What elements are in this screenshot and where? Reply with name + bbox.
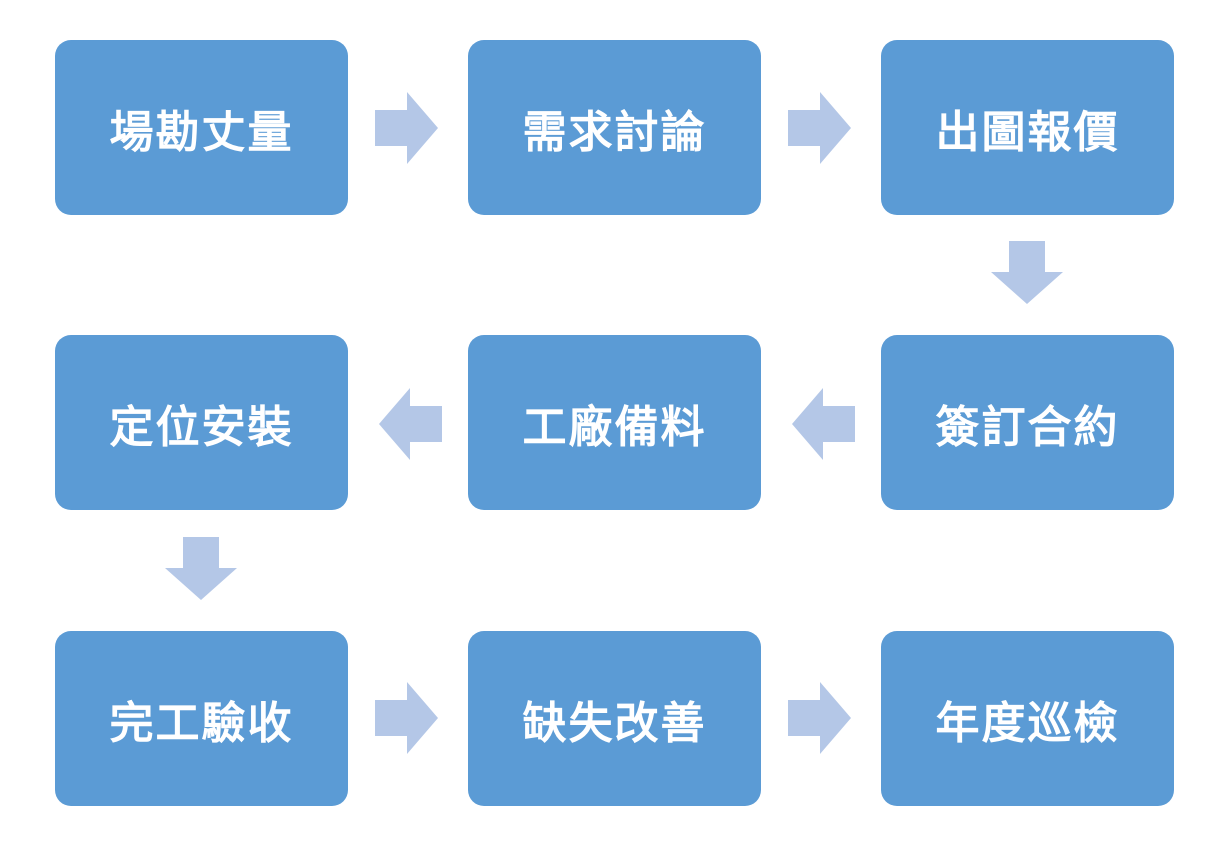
step-label: 完工驗收	[109, 697, 294, 749]
arrow-right-icon	[375, 682, 438, 754]
step-drawing-quotation: 出圖報價	[881, 40, 1174, 215]
arrow-right-icon	[788, 682, 851, 754]
step-factory-preparation: 工廠備料	[468, 335, 761, 510]
step-label: 出圖報價	[935, 106, 1120, 158]
step-label: 簽訂合約	[935, 401, 1120, 453]
arrow-right-icon	[375, 92, 438, 164]
step-completion-acceptance: 完工驗收	[55, 631, 348, 806]
step-annual-inspection: 年度巡檢	[881, 631, 1174, 806]
step-label: 缺失改善	[522, 697, 707, 749]
step-installation: 定位安裝	[55, 335, 348, 510]
arrow-left-icon	[792, 388, 855, 460]
step-requirement-discussion: 需求討論	[468, 40, 761, 215]
step-label: 年度巡檢	[935, 697, 1120, 749]
step-defect-improvement: 缺失改善	[468, 631, 761, 806]
step-label: 需求討論	[522, 106, 707, 158]
step-label: 場勘丈量	[109, 106, 294, 158]
arrow-right-icon	[788, 92, 851, 164]
arrow-left-icon	[379, 388, 442, 460]
arrow-down-icon	[165, 537, 237, 600]
step-label: 工廠備料	[522, 401, 707, 453]
step-site-survey: 場勘丈量	[55, 40, 348, 215]
arrow-down-icon	[991, 241, 1063, 304]
step-label: 定位安裝	[109, 401, 294, 453]
step-sign-contract: 簽訂合約	[881, 335, 1174, 510]
